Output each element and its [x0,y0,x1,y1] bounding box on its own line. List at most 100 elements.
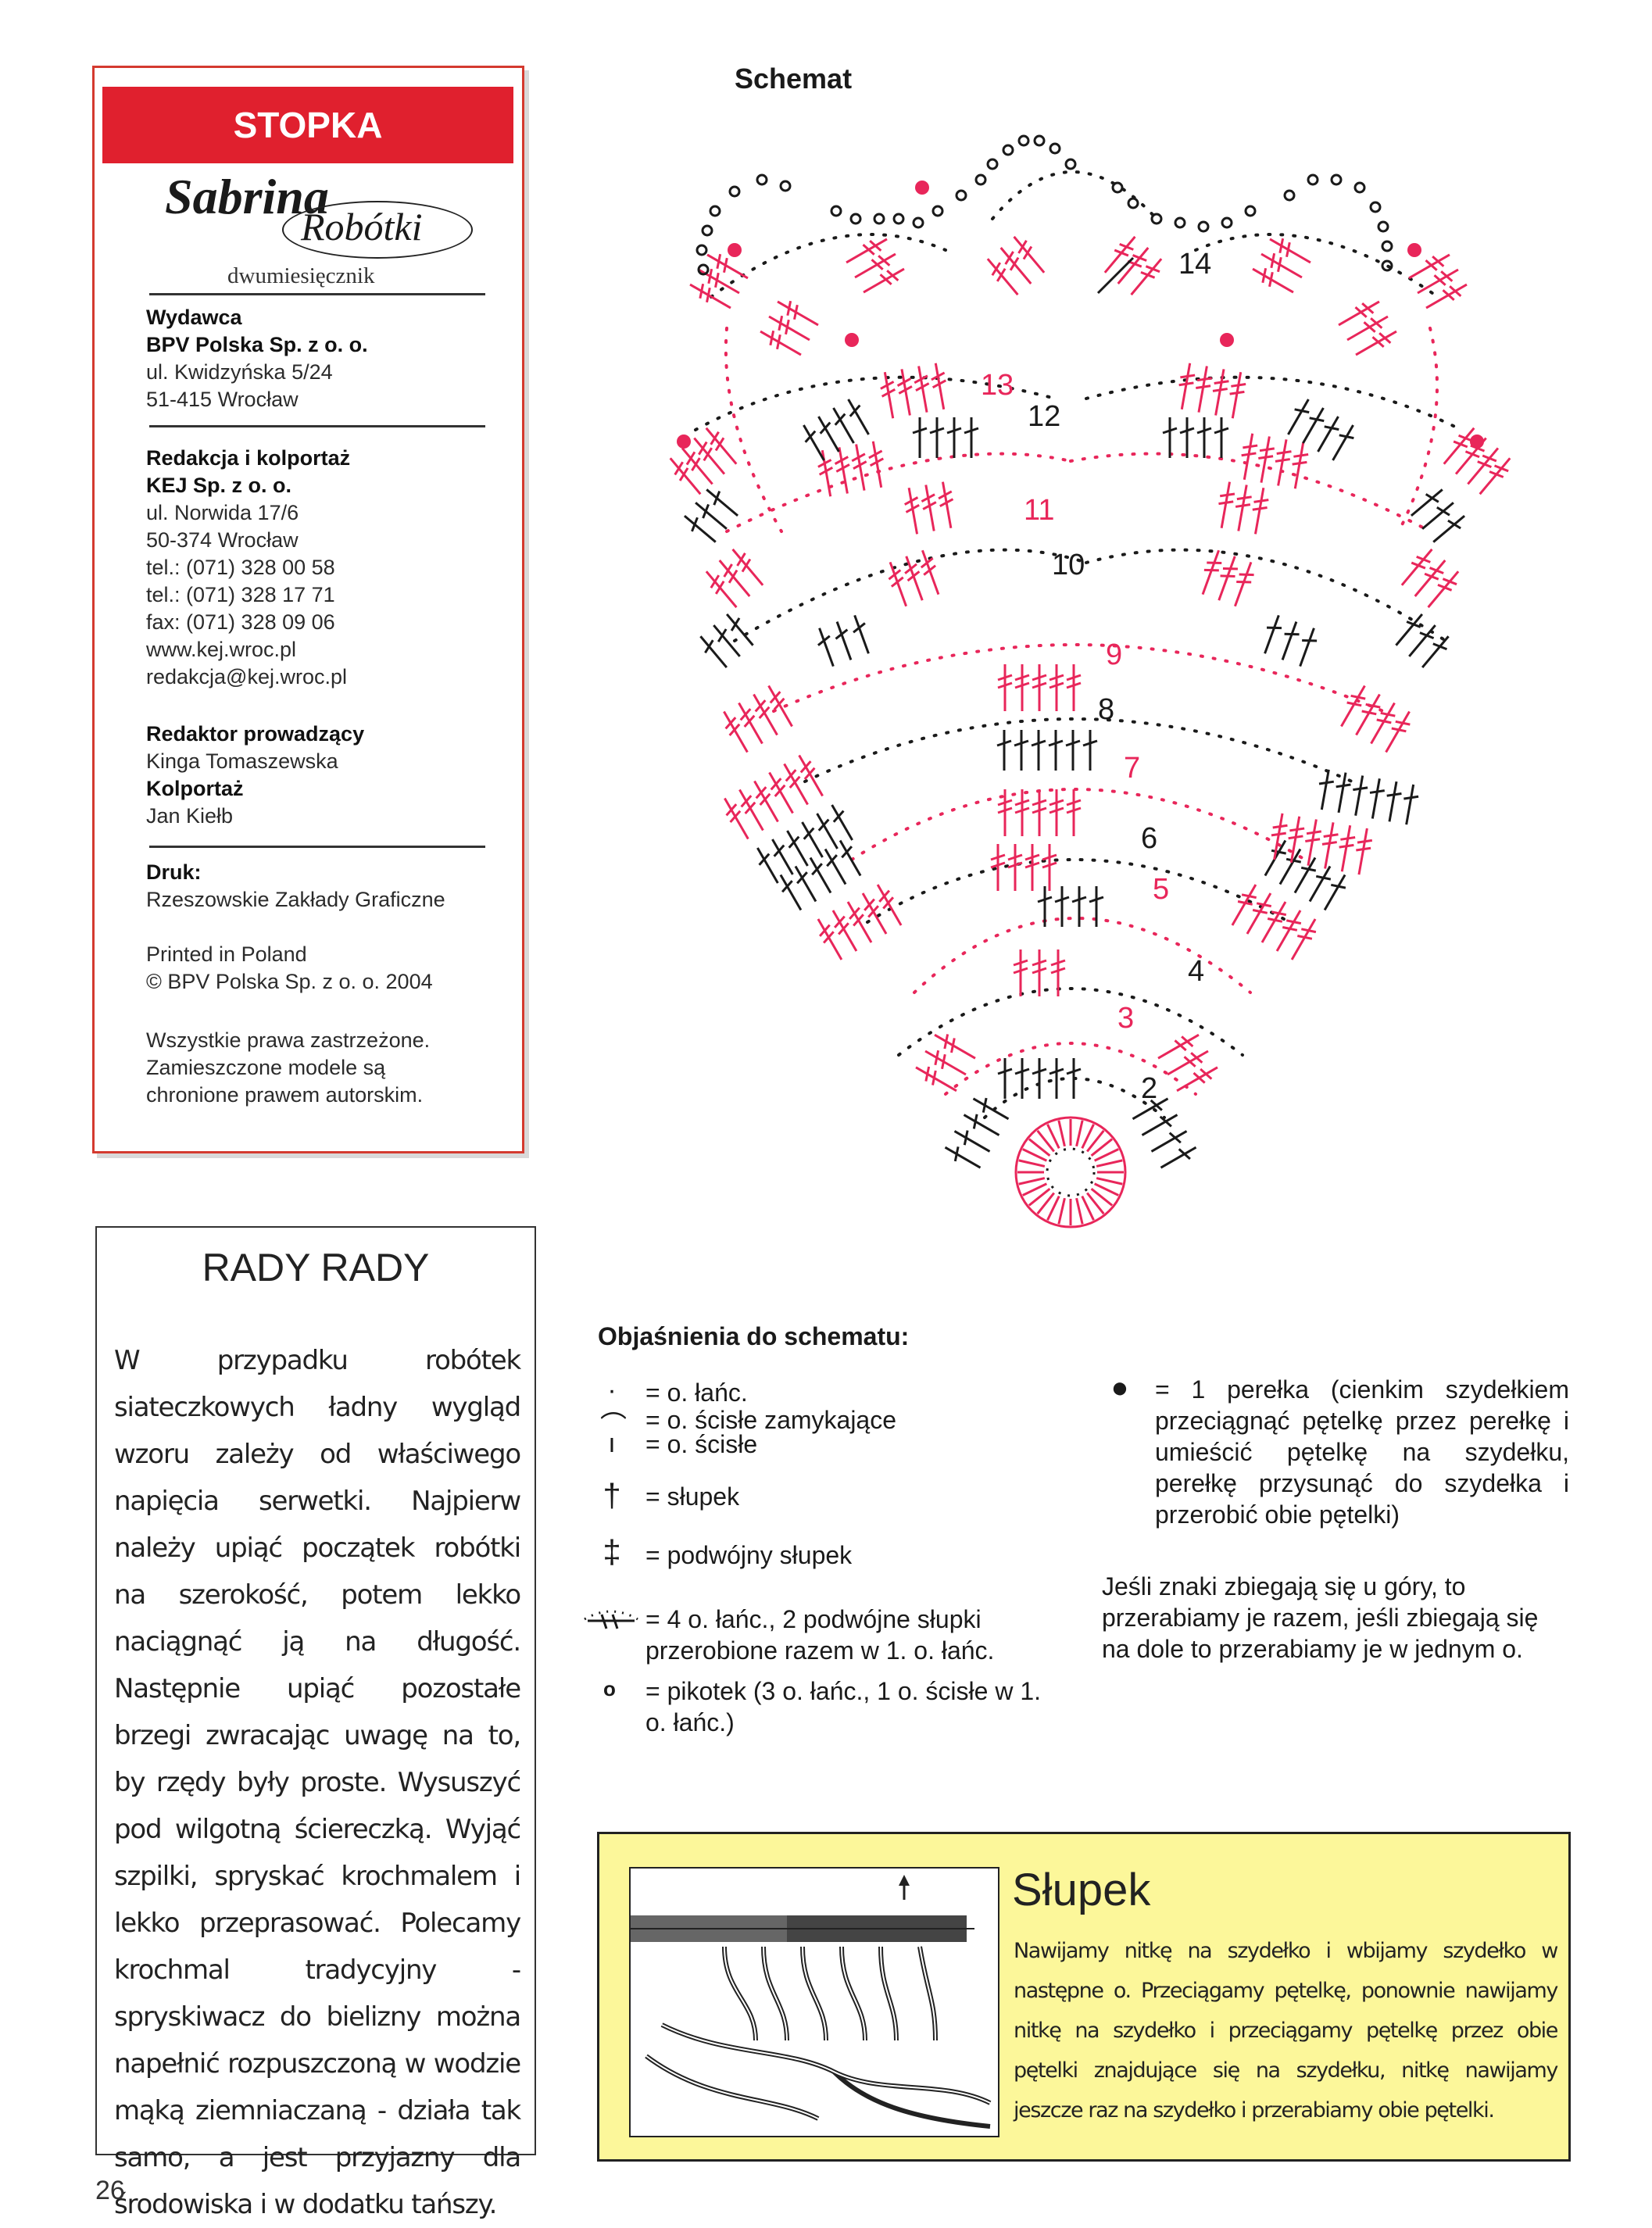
row-number: 10 [1052,549,1085,581]
advice-box: RADY RADY W przypadku robótek siateczkow… [95,1226,536,2155]
stitch-cluster [815,440,888,498]
cluster-icon [580,1602,642,1636]
row-number: 12 [1028,400,1060,433]
stitch-cluster [1129,1093,1200,1174]
stitch-cluster [701,545,768,612]
editorial-company: KEJ Sp. z o. o. [146,472,350,499]
stitch-cluster [998,1058,1081,1099]
rights-block: Wszystkie prawa zastrzeżone. Zamieszczon… [146,1027,430,1109]
divider [149,846,485,848]
stitch-cluster [1100,232,1167,299]
publisher-label: Wydawca [146,304,368,331]
single-cross-icon: † [600,1477,624,1515]
publisher-city: 51-415 Wrocław [146,386,368,413]
legend-item: = słupek [645,1481,739,1512]
stitch-cluster [1336,295,1400,361]
legend-item: = podwójny słupek [645,1540,852,1571]
rights-line: Zamieszczone modele są [146,1054,430,1082]
row-number: 3 [1117,1002,1134,1035]
picot-icon: o [598,1677,621,1701]
row-number: 14 [1178,248,1211,281]
stitch-cluster [997,730,1097,771]
advice-title: RADY RADY [97,1245,535,1290]
row-number: 8 [1098,693,1114,726]
stitch-cluster [1175,362,1247,420]
stitch-cluster [982,232,1049,299]
stitch-cluster [680,485,742,548]
row-number-labels: 2 3 4 5 6 7 8 9 10 11 12 13 14 [981,248,1211,1105]
divider [149,425,485,427]
stitch-cluster [843,233,908,299]
bar-icon: ı [600,1429,624,1459]
brand-sub: Robótki [301,204,423,249]
print-company: Rzeszowskie Zakłady Graficzne [146,886,445,914]
crochet-diagram: 2 3 4 5 6 7 8 9 10 11 12 13 14 [617,94,1539,1243]
editorial-city: 50-374 Wrocław [146,527,350,554]
stitch-cluster [1406,249,1471,314]
stitch-cluster [774,837,867,914]
legend-item: = o. łańc. [645,1377,748,1408]
row-number: 6 [1141,822,1157,855]
stitch-cluster [1396,545,1464,612]
stitch-cluster [1407,485,1469,548]
legend-item: = pikotek (3 o. łańc., 1 o. ścisłe w 1. … [645,1675,1052,1738]
stitch-cluster [718,682,799,756]
legend-bead: = 1 perełka (cienkim szydełkiem przeciąg… [1155,1374,1569,1530]
rights-line: Wszystkie prawa zastrzeżone. [146,1027,430,1054]
stitch-cluster [884,548,946,609]
dot-icon: · [600,1375,624,1406]
stitch-cluster [1163,417,1228,458]
stitch-groups [665,232,1515,1174]
stitch-cluster [812,882,907,964]
stitch-cluster [665,424,742,499]
row-number: 11 [1024,494,1054,527]
stitch-cluster [1237,432,1310,490]
stitch-cluster [902,481,957,535]
stitch-cluster [1014,949,1065,996]
editorial-website: www.kej.wroc.pl [146,636,350,663]
imprint-header: STOPKA [102,87,513,163]
double-cross-icon: ‡ [600,1533,624,1571]
advice-text: W przypadku robótek siateczkowych ładny … [114,1337,520,2228]
legend-item: = o. ścisłe [645,1429,757,1460]
rights-line: chronione prawem autorskim. [146,1082,430,1109]
magazine-subtitle: dwumiesięcznik [227,263,374,289]
publisher-name: BPV Polska Sp. z o. o. [146,331,368,359]
copyright: © BPV Polska Sp. z o. o. 2004 [146,968,433,996]
stitch-tutorial-box: Słupek Nawijamy nitkę na szydełko i wbij… [597,1832,1571,2162]
bead-icon: ● [1108,1371,1132,1405]
stitch-cluster [1250,233,1314,299]
chief-editor-label: Redaktor prowadzący [146,721,364,748]
stitch-cluster [1282,395,1360,463]
legend-note: Jeśli znaki zbiegają się u góry, to prze… [1102,1571,1571,1665]
row-number: 4 [1188,955,1204,988]
stitch-cluster [757,295,822,361]
row-number: 5 [1153,873,1169,906]
imprint-box: STOPKA Sabrina Robótki dwumiesięcznik Wy… [92,66,524,1153]
editorial-street: ul. Norwida 17/6 [146,499,350,527]
stitch-cluster [1226,882,1321,964]
stitch-cluster [1038,886,1103,927]
editorial-label: Redakcja i kolportaż [146,445,350,472]
stitch-cluster [687,249,752,314]
stitch-cluster [913,1028,979,1096]
printed-in: Printed in Poland [146,941,433,968]
editorial-fax: fax: (071) 328 09 06 [146,609,350,636]
distribution-name: Jan Kiełb [146,803,364,830]
print-label: Druk: [146,859,445,886]
legend-title: Objaśnienia do schematu: [598,1322,909,1351]
print-block: Druk: Rzeszowskie Zakłady Graficzne [146,859,445,914]
distribution-label: Kolportaż [146,775,364,803]
staff-block: Redaktor prowadzący Kinga Tomaszewska Ko… [146,721,364,830]
stitch-cluster [942,1093,1012,1174]
stitch-cluster [991,844,1057,891]
publisher-street: ul. Kwidzyńska 5/24 [146,359,368,386]
tutorial-text: Nawijamy nitkę na szydełko i wbijamy szy… [1014,1931,1557,2130]
ring-spokes [1017,1119,1124,1225]
stitch-cluster [1314,768,1420,825]
row-number: 9 [1106,638,1122,671]
publisher-block: Wydawca BPV Polska Sp. z o. o. ul. Kwidz… [146,304,368,413]
stitch-cluster [878,362,950,420]
crochet-hook-illustration [629,1867,999,2137]
chain-rows [695,172,1461,1118]
